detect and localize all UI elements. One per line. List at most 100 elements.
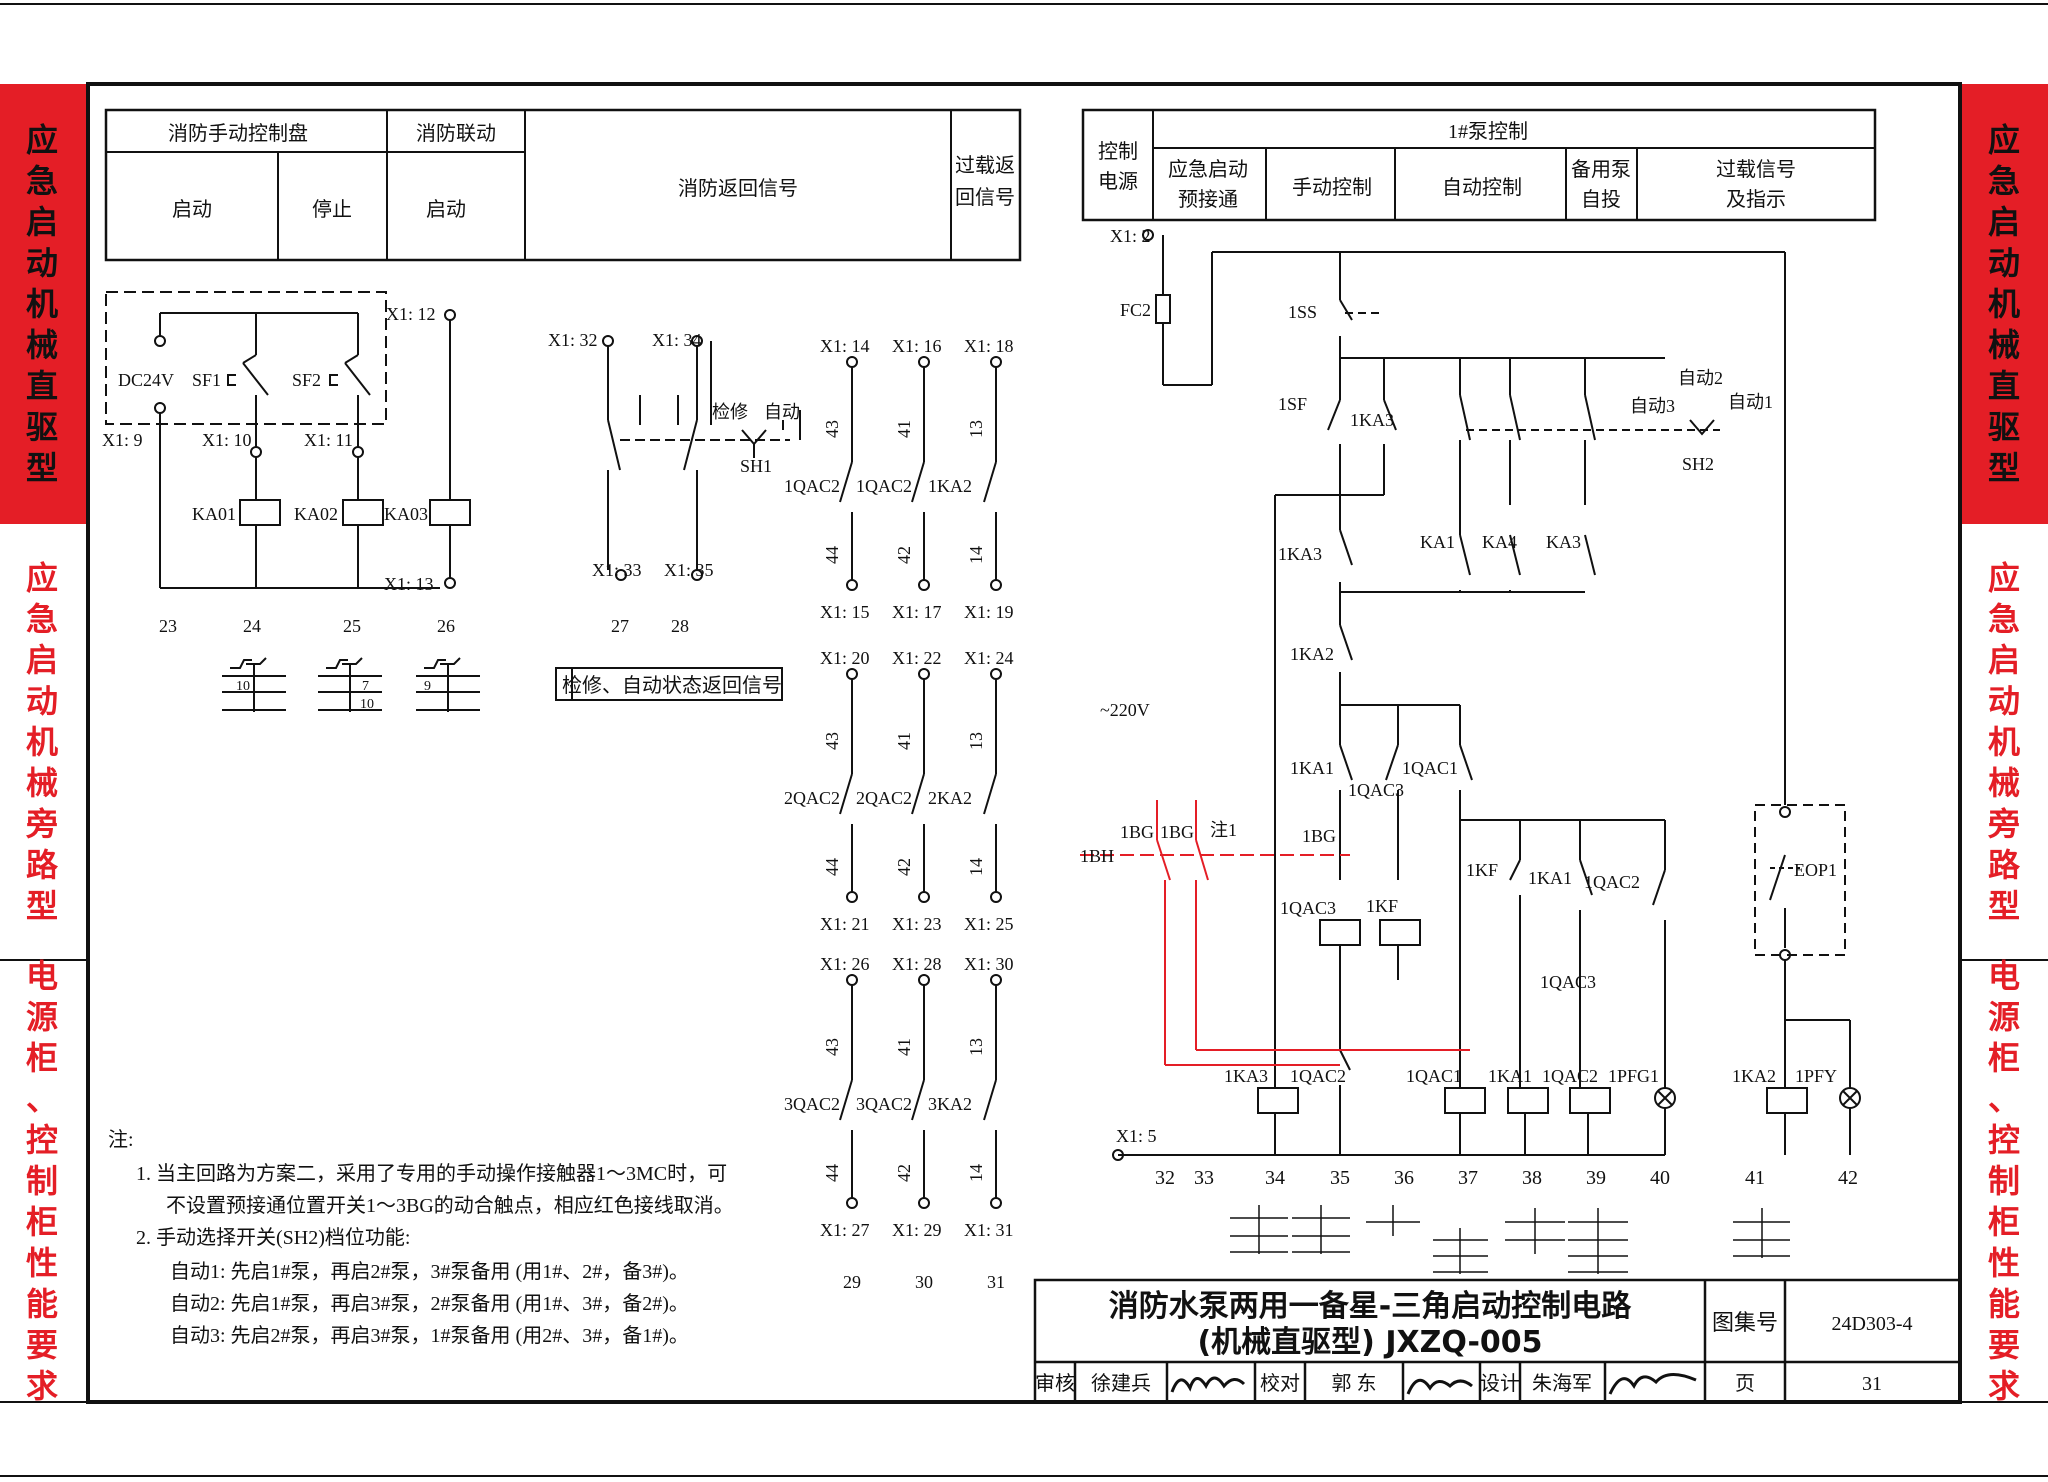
right-column-number: 39 — [1586, 1167, 1606, 1189]
lbl-coil-1ka1: 1KA1 — [1488, 1066, 1532, 1086]
grid-column-number: 29 — [843, 1272, 861, 1292]
designer-name: 朱海军 — [1532, 1372, 1592, 1395]
grid-contact-no-down: 42 — [894, 858, 914, 876]
lbl-1bh-red: 1BH — [1080, 846, 1114, 866]
lbl-dc24v: DC24V — [118, 370, 174, 390]
lbl-ka03: KA03 — [384, 504, 428, 524]
grid-bottom-terminal: X1: 15 — [820, 602, 870, 622]
hdr-emg-2: 预接通 — [1178, 188, 1238, 211]
checker-name: 郭 东 — [1332, 1372, 1377, 1395]
grid-bottom-terminal: X1: 17 — [892, 602, 942, 622]
page-number: 31 — [1862, 1373, 1882, 1395]
lbl-t9: 9 — [424, 679, 431, 694]
lbl-1ka1-right: 1KA1 — [1528, 868, 1572, 888]
grid-bottom-terminal: X1: 19 — [964, 602, 1014, 622]
lbl-ka3: KA3 — [1546, 532, 1581, 552]
right-column-number: 33 — [1194, 1167, 1214, 1189]
hdr-manual-panel: 消防手动控制盘 — [168, 122, 308, 145]
grid-top-terminal: X1: 16 — [892, 336, 942, 356]
note-l3: 2. 手动选择开关(SH2)档位功能: — [136, 1226, 410, 1249]
lbl-ka02: KA02 — [294, 504, 338, 524]
hdr-overload-2: 回信号 — [955, 186, 1015, 209]
lbl-1bg-red2: 1BG — [1160, 822, 1194, 842]
lbl-maint: 检修 — [712, 402, 748, 422]
grid-top-terminal: X1: 18 — [964, 336, 1014, 356]
grid-contact-no-up: 41 — [894, 1038, 914, 1056]
grid-contact-no-down: 44 — [822, 1164, 842, 1182]
lbl-c26: 26 — [437, 616, 455, 636]
lbl-t10b: 10 — [360, 697, 374, 712]
lbl-x1-9: X1: 9 — [102, 430, 143, 450]
grid-top-terminal: X1: 30 — [964, 954, 1014, 974]
check-label: 校对 — [1260, 1372, 1300, 1395]
lbl-auto1: 自动1 — [1728, 392, 1773, 412]
lbl-coil-1ka2: 1KA2 — [1732, 1066, 1776, 1086]
grid-contact-name: 1QAC2 — [856, 476, 912, 496]
lbl-pfy: 1PFY — [1795, 1066, 1837, 1086]
red-wiring — [1080, 800, 1470, 1066]
hdr-ctrl-1: 控制 — [1098, 140, 1138, 163]
grid-top-terminal: X1: 28 — [892, 954, 942, 974]
lbl-return-box: 检修、自动状态返回信号 — [562, 674, 782, 697]
design-label: 设计 — [1480, 1372, 1520, 1395]
review-label: 审核 — [1035, 1372, 1075, 1395]
hdr-auto: 自动控制 — [1442, 176, 1522, 199]
lbl-x1-5: X1: 5 — [1116, 1126, 1157, 1146]
lbl-x1-33: X1: 33 — [592, 560, 642, 580]
hdr-manual: 手动控制 — [1292, 176, 1372, 199]
grid-top-terminal: X1: 14 — [820, 336, 870, 356]
lbl-ka01: KA01 — [192, 504, 236, 524]
drawing-border — [86, 82, 1962, 1404]
lbl-auto3: 自动3 — [1630, 396, 1675, 416]
left-tab1-bg — [0, 84, 86, 524]
lbl-1qac3-mid: 1QAC3 — [1348, 780, 1404, 800]
lbl-sf2: SF2 — [292, 370, 321, 390]
note-l1: 1. 当主回路为方案二，采用了专用的手动操作接触器1～3MC时，可 — [136, 1162, 727, 1185]
grid-contact-no-down: 44 — [822, 858, 842, 876]
grid-contact-name: 2QAC2 — [784, 788, 840, 808]
lbl-eop1: EOP1 — [1794, 860, 1837, 880]
grid-bottom-terminal: X1: 27 — [820, 1220, 870, 1240]
lbl-x1-35: X1: 35 — [664, 560, 714, 580]
designer-signature — [1608, 1373, 1697, 1395]
reviewer-name: 徐建兵 — [1091, 1372, 1151, 1395]
grid-bottom-terminal: X1: 21 — [820, 914, 870, 934]
lbl-fc2: FC2 — [1120, 300, 1151, 320]
grid-contact-name: 2KA2 — [928, 788, 972, 808]
atlas-number: 24D303-4 — [1831, 1313, 1912, 1335]
grid-bottom-terminal: X1: 23 — [892, 914, 942, 934]
right-column-number: 38 — [1522, 1167, 1542, 1189]
right-column-number: 41 — [1745, 1167, 1765, 1189]
hdr-backup-1: 备用泵 — [1571, 158, 1631, 181]
grid-contact-name: 3QAC2 — [856, 1094, 912, 1114]
right-tab-emergency-bypass: 应急启动机械旁路型 — [1987, 558, 2020, 925]
lbl-sh1: SH1 — [740, 456, 772, 476]
right-column-number: 32 — [1155, 1167, 1175, 1189]
lbl-c27: 27 — [611, 616, 629, 636]
lbl-x1-2: X1: 2 — [1110, 226, 1151, 246]
hdr-linkage: 消防联动 — [416, 122, 496, 145]
grid-contact-no-down: 14 — [966, 858, 986, 876]
grid-contact-name: 2QAC2 — [856, 788, 912, 808]
lbl-1qac3-low: 1QAC3 — [1540, 972, 1596, 992]
grid-contact-no-up: 13 — [966, 1038, 986, 1056]
lbl-x1-13: X1: 13 — [384, 574, 434, 594]
lbl-1ka1-mid: 1KA1 — [1290, 758, 1334, 778]
lbl-x1-11: X1: 11 — [304, 430, 353, 450]
hdr-start2: 启动 — [426, 198, 466, 221]
right-column-number: 37 — [1458, 1167, 1478, 1189]
hdr-ctrl-2: 电源 — [1098, 170, 1138, 193]
lbl-x1-10: X1: 10 — [202, 430, 252, 450]
lbl-coil-1qac1: 1QAC1 — [1406, 1066, 1462, 1086]
hdr-ovl-2: 及指示 — [1726, 188, 1786, 211]
title-main-1: 消防水泵两用一备星-三角启动控制电路 — [1109, 1289, 1632, 1324]
grid-contact-no-down: 42 — [894, 1164, 914, 1182]
right-tab-cabinet-req: 电源柜、控制柜性能要求 — [1987, 956, 2020, 1405]
hdr-return-signal: 消防返回信号 — [678, 177, 798, 200]
hdr-emg-1: 应急启动 — [1168, 158, 1248, 181]
lbl-x1-32: X1: 32 — [548, 330, 598, 350]
grid-top-terminal: X1: 22 — [892, 648, 942, 668]
lbl-1bg-c: 1BG — [1302, 826, 1336, 846]
grid-bottom-terminal: X1: 25 — [964, 914, 1014, 934]
